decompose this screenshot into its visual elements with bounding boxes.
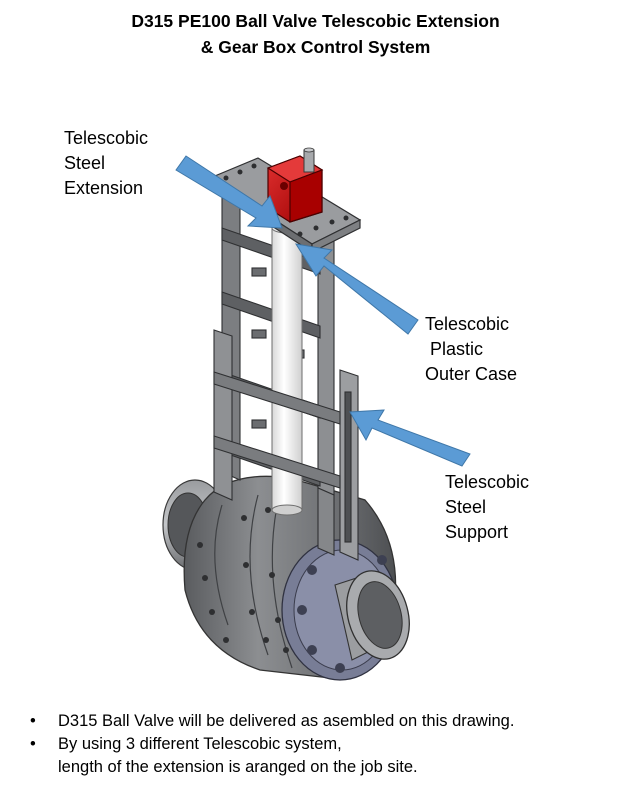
notes-list: D315 Ball Valve will be delivered as ase… (30, 710, 620, 779)
label-line: Telescobic (445, 472, 530, 492)
title-line-1: D315 PE100 Ball Valve Telescobic Extensi… (131, 11, 500, 31)
label-telescobic-steel-extension: Telescobic Steel Extension (64, 126, 148, 201)
note-item-continuation: length of the extension is aranged on th… (58, 758, 418, 776)
label-line: Support (445, 522, 509, 542)
arrow-steel-extension (175, 155, 283, 229)
arrow-steel-support (349, 409, 471, 467)
arrow-plastic-case (294, 243, 419, 335)
label-line: Telescobic (425, 314, 510, 334)
diagram-title: D315 PE100 Ball Valve Telescobic Extensi… (0, 8, 631, 60)
note-item: By using 3 different Telescobic system, (30, 733, 620, 756)
note-item: D315 Ball Valve will be delivered as ase… (30, 710, 620, 733)
label-telescobic-plastic-outer-case: Telescobic Plastic Outer Case (425, 312, 517, 387)
label-line: Outer Case (425, 364, 518, 384)
title-line-2: & Gear Box Control System (200, 37, 431, 57)
label-line: Steel (64, 153, 106, 173)
label-telescobic-steel-support: Telescobic Steel Support (445, 470, 529, 545)
gearbox (266, 147, 324, 223)
label-line: Steel (445, 497, 487, 517)
label-line: Plastic (430, 339, 484, 359)
label-line: Telescobic (64, 128, 149, 148)
label-line: Extension (64, 178, 144, 198)
